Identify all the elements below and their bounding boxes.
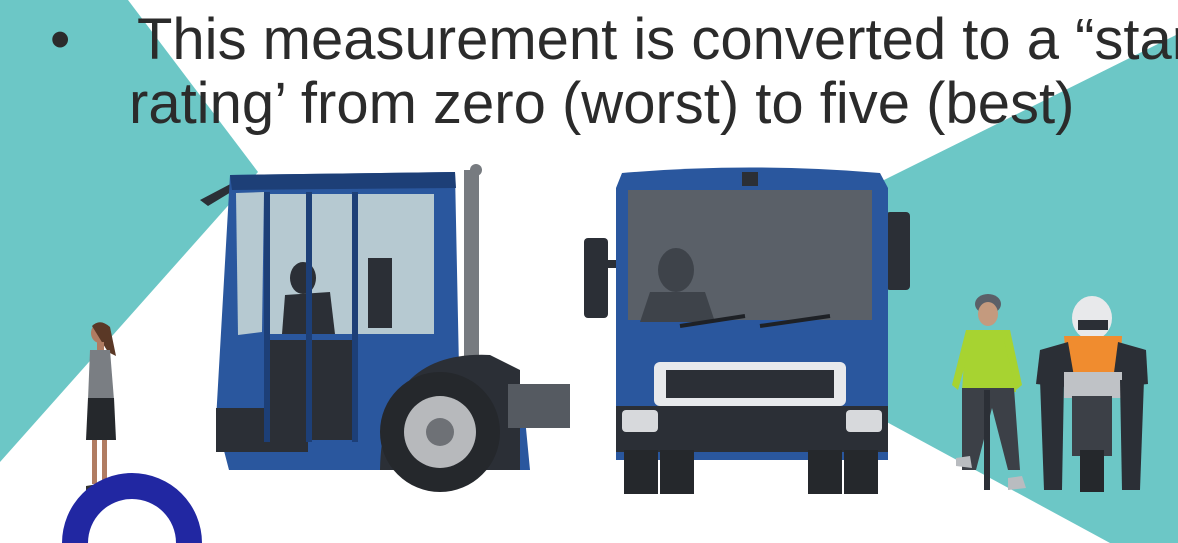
truck-side-view xyxy=(200,164,570,492)
left-visibility-zone xyxy=(0,0,258,462)
bullet-dot-icon: • xyxy=(50,7,71,72)
cyclist-figure xyxy=(952,294,1026,490)
bullet-text-line-2: rating’ from zero (worst) to five (best) xyxy=(129,71,1075,136)
truck-front-view xyxy=(584,167,910,494)
logo-ring xyxy=(62,473,202,543)
motorcyclist-figure xyxy=(1036,296,1148,492)
bullet-text-line-1: This measurement is converted to a “star xyxy=(137,7,1178,72)
